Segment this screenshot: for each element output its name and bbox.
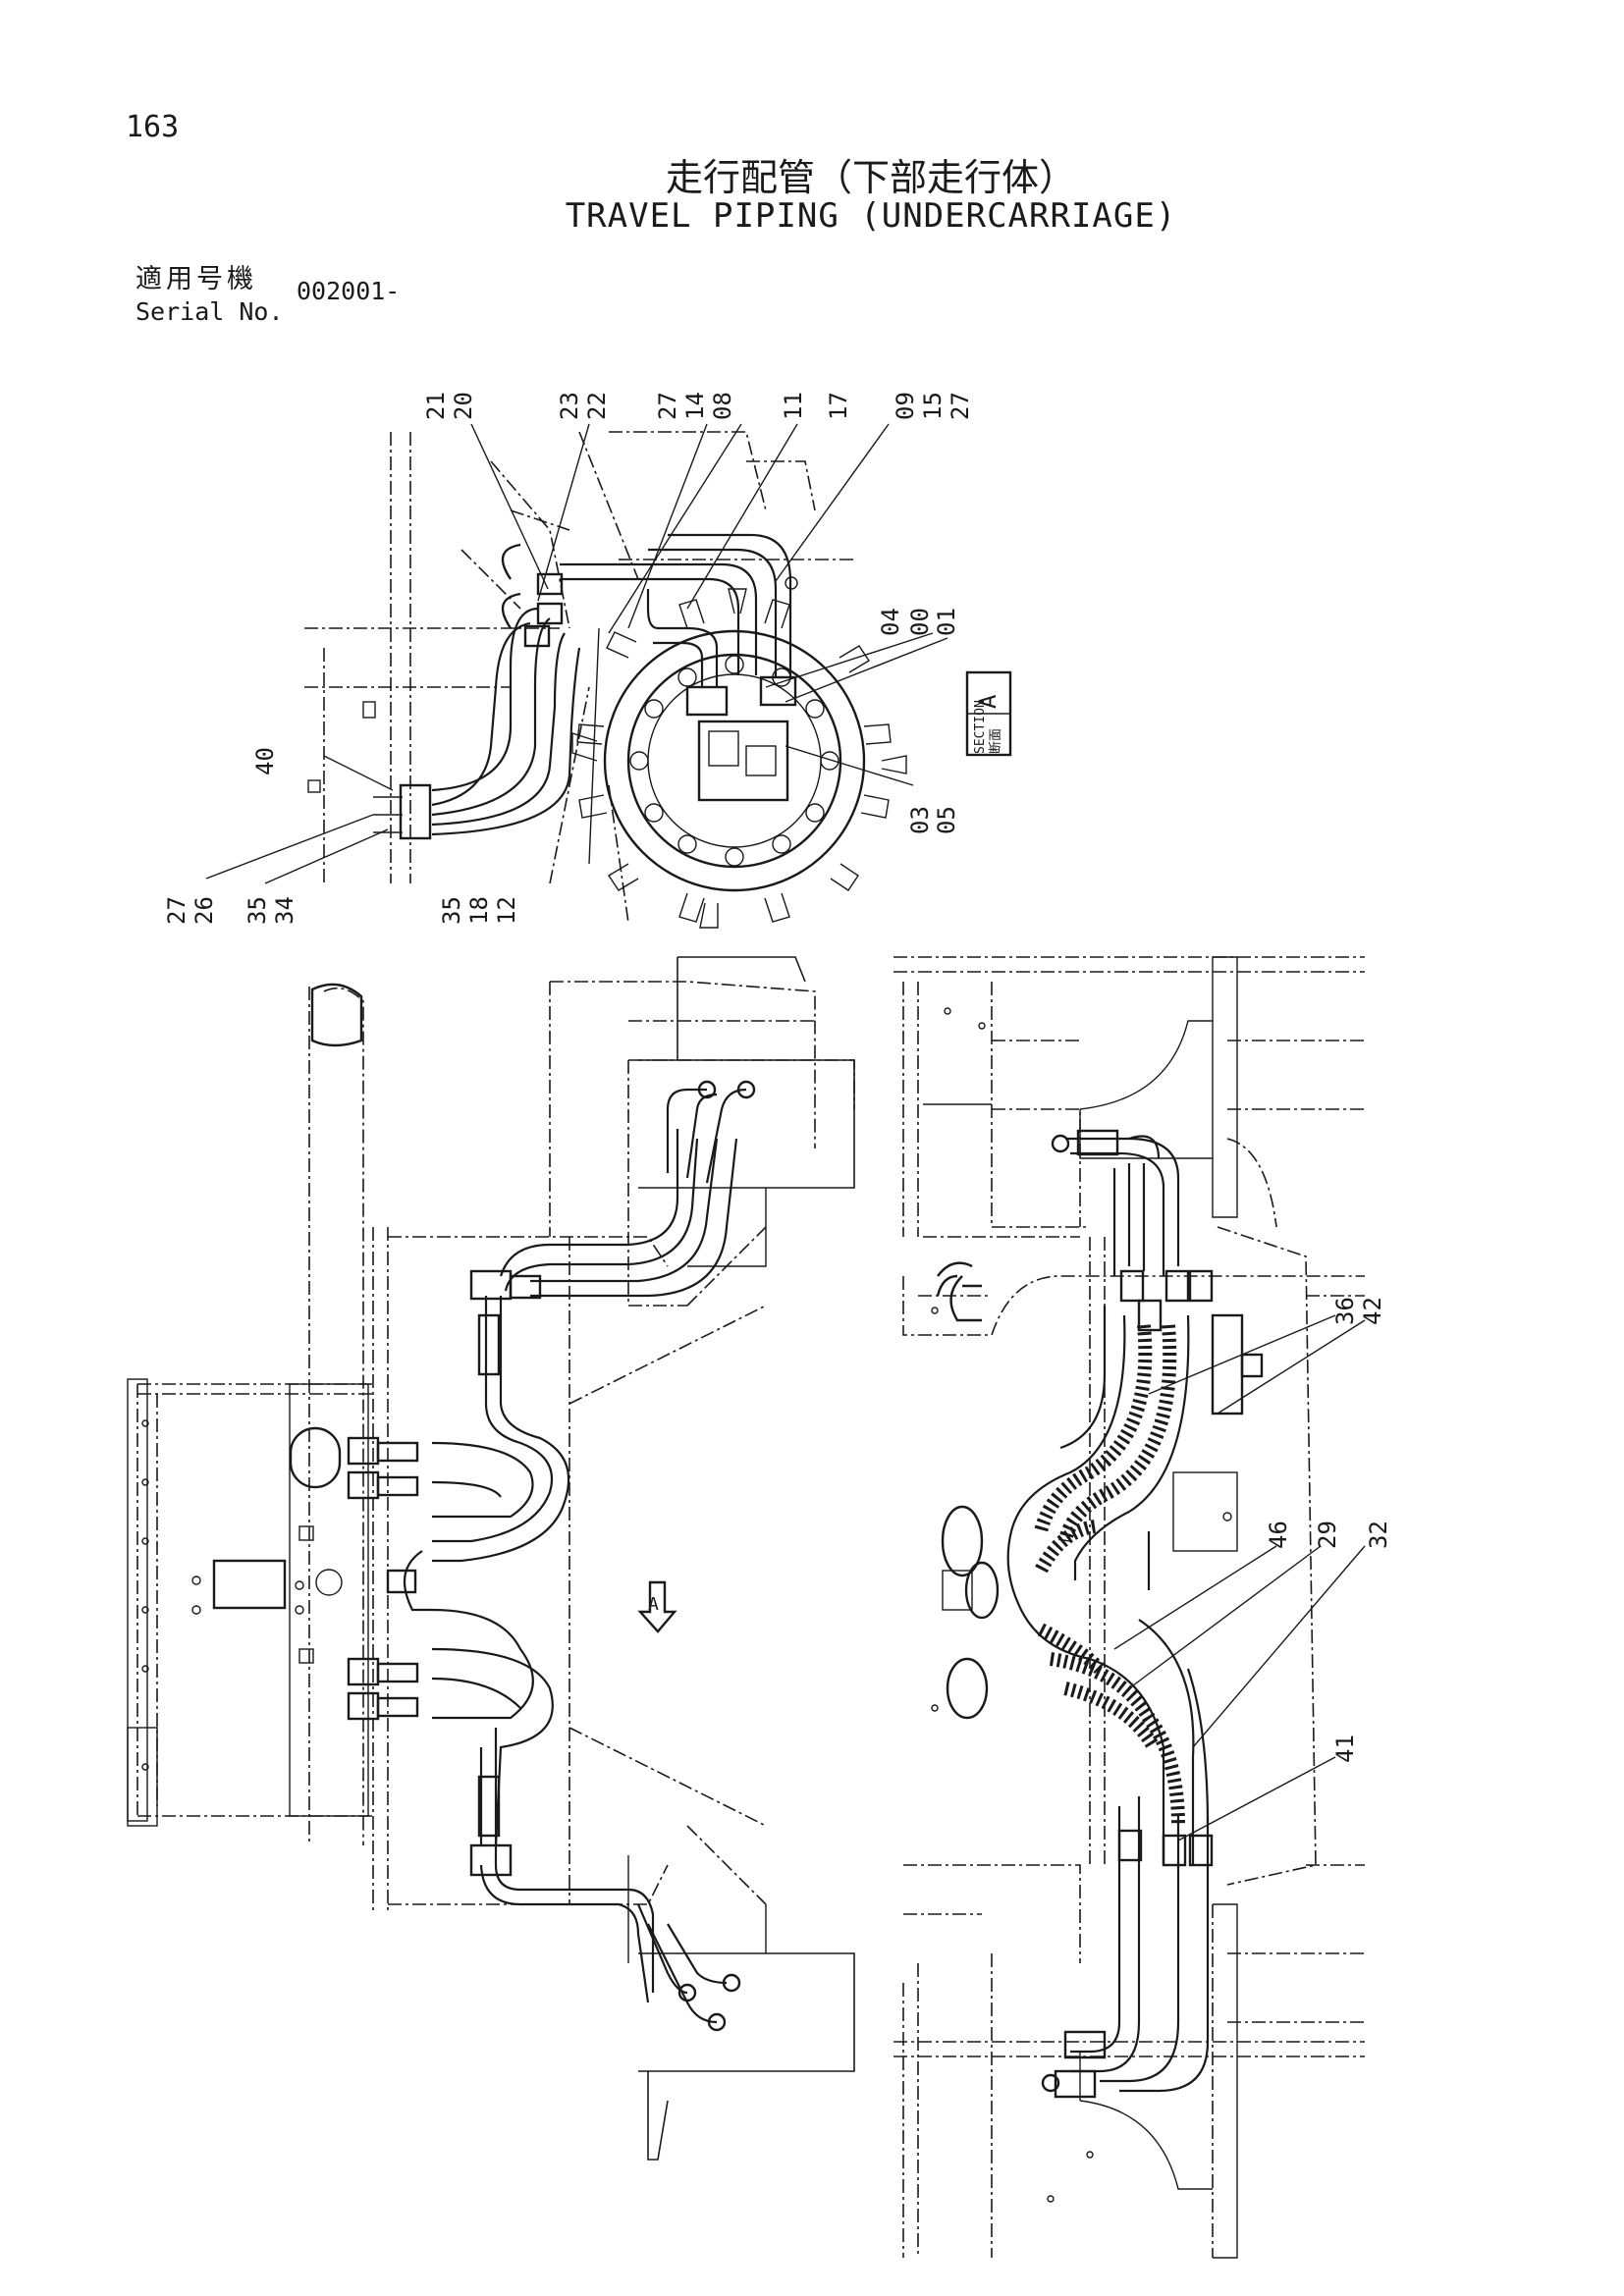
callout-46: 46 bbox=[1265, 1521, 1292, 1549]
callout-01: 01 bbox=[933, 608, 960, 636]
callout-35b: 35 bbox=[438, 896, 465, 925]
callout-03: 03 bbox=[906, 806, 934, 834]
main-view-left: A bbox=[127, 956, 855, 2161]
main-view-right: 36 42 46 29 32 41 bbox=[893, 956, 1392, 2259]
detail-section-view: A SECTION 断面 21 20 23 22 27 14 08 11 17 … bbox=[163, 392, 1012, 929]
callout-41: 41 bbox=[1331, 1735, 1359, 1763]
detail-callouts-top: 21 20 23 22 27 14 08 11 17 09 15 27 bbox=[422, 392, 974, 420]
section-label-japanese: 断面 bbox=[989, 728, 1003, 754]
view-arrow-letter: A bbox=[648, 1594, 659, 1615]
callout-42: 42 bbox=[1359, 1297, 1386, 1325]
detail-callouts-right: 04 00 01 03 05 bbox=[877, 608, 960, 834]
callout-22: 22 bbox=[583, 392, 611, 420]
callout-11: 11 bbox=[780, 392, 807, 420]
callout-27b: 27 bbox=[947, 392, 974, 420]
callout-27: 27 bbox=[654, 392, 681, 420]
callout-23: 23 bbox=[556, 392, 583, 420]
page-number: 163 bbox=[126, 110, 180, 144]
callout-20: 20 bbox=[450, 392, 477, 420]
section-label: SECTION bbox=[973, 700, 988, 754]
callout-12: 12 bbox=[493, 896, 520, 925]
callout-15: 15 bbox=[919, 392, 947, 420]
title-english: TRAVEL PIPING (UNDERCARRIAGE) bbox=[565, 196, 1177, 236]
callout-17: 17 bbox=[825, 392, 852, 420]
serial-label-japanese: 適用号機 bbox=[135, 264, 257, 294]
callout-14: 14 bbox=[681, 392, 709, 420]
callout-27c: 27 bbox=[163, 896, 190, 925]
callout-29: 29 bbox=[1314, 1521, 1341, 1549]
section-letter: A bbox=[974, 694, 1001, 709]
callout-35: 35 bbox=[244, 896, 271, 925]
callout-26: 26 bbox=[190, 896, 218, 925]
callout-09: 09 bbox=[892, 392, 919, 420]
serial-label-english: Serial No. bbox=[135, 297, 284, 326]
callout-05: 05 bbox=[933, 806, 960, 834]
callout-36: 36 bbox=[1331, 1297, 1359, 1325]
callout-04: 04 bbox=[877, 608, 904, 636]
callout-40: 40 bbox=[251, 747, 279, 775]
detail-callouts-bottom: 27 26 35 34 35 18 12 bbox=[163, 896, 520, 925]
title-japanese: 走行配管（下部走行体） bbox=[665, 156, 1076, 199]
serial-number-value: 002001- bbox=[297, 277, 401, 305]
callout-18: 18 bbox=[465, 896, 493, 925]
callout-32: 32 bbox=[1365, 1521, 1392, 1549]
callout-21: 21 bbox=[422, 392, 450, 420]
callout-08: 08 bbox=[709, 392, 736, 420]
callout-34: 34 bbox=[271, 896, 298, 925]
callout-00: 00 bbox=[906, 608, 934, 636]
main-callouts: 36 42 46 29 32 41 bbox=[1265, 1297, 1392, 1763]
